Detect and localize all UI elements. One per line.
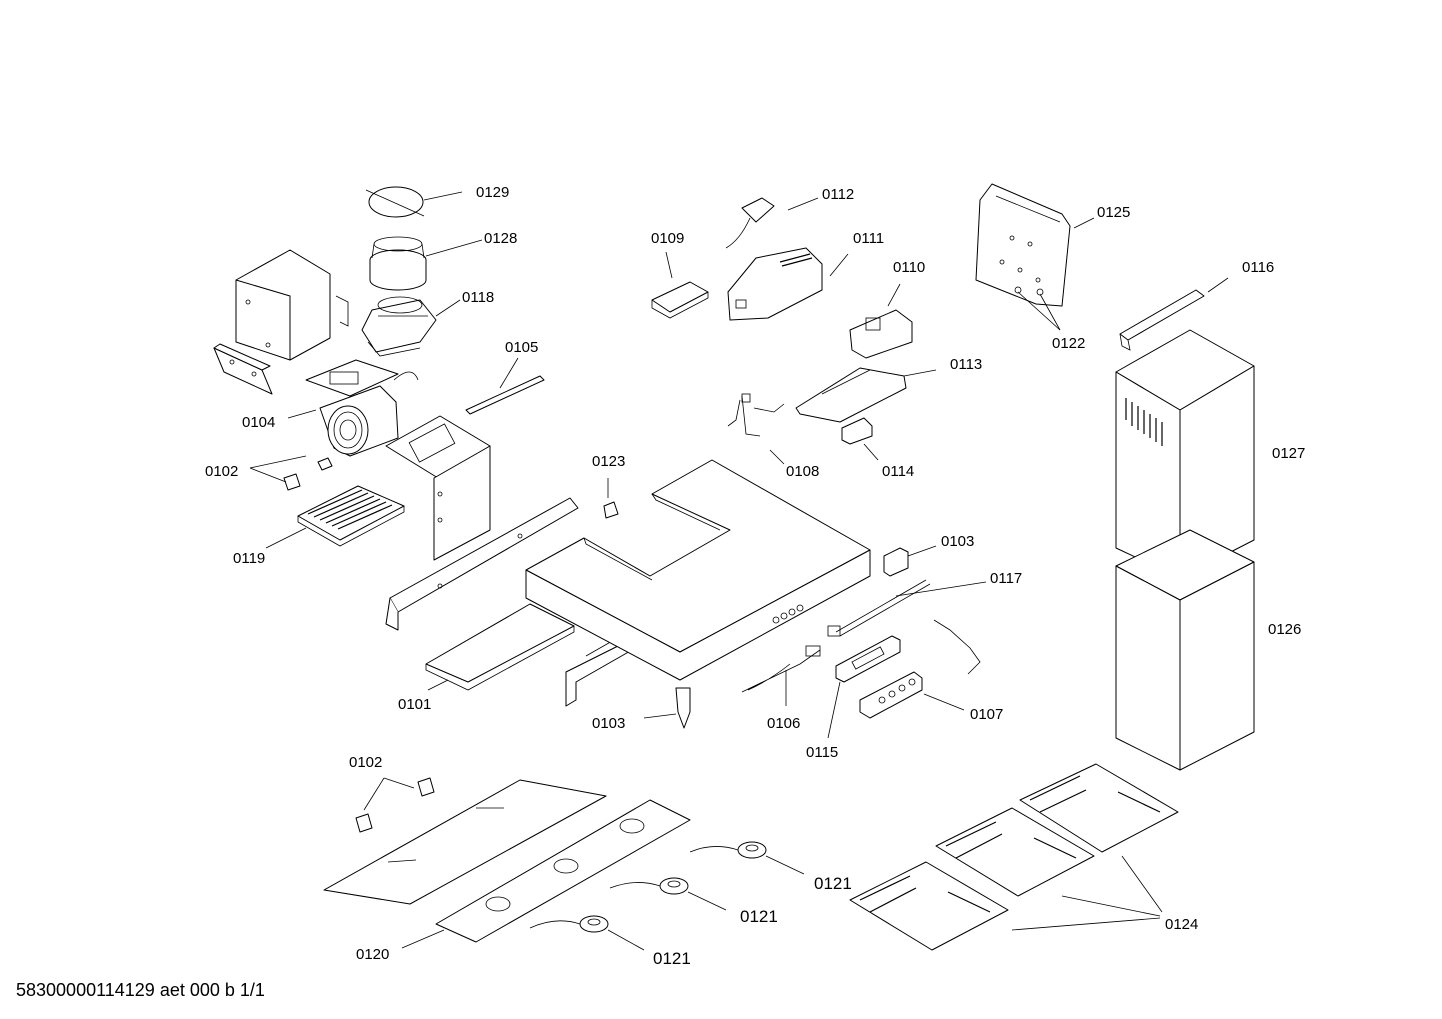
label-0101: 0101 bbox=[398, 696, 431, 713]
part-0107-control-module bbox=[859, 619, 981, 719]
label-0126: 0126 bbox=[1268, 621, 1301, 638]
leader-lines bbox=[249, 191, 1229, 951]
part-0113-electronics-housing bbox=[795, 367, 907, 423]
part-0102-clips-upper bbox=[283, 457, 333, 491]
part-0128-duct-ring bbox=[369, 236, 427, 291]
label-0103-foot: 0103 bbox=[592, 715, 625, 732]
part-labels: 0129 0128 0118 0105 0104 0102 0119 0109 … bbox=[205, 184, 1305, 968]
part-angle-bracket bbox=[213, 343, 273, 395]
label-0110: 0110 bbox=[893, 259, 925, 276]
label-0123: 0123 bbox=[592, 453, 625, 470]
part-0106-wiring bbox=[741, 645, 821, 693]
part-0120-cover-panels bbox=[323, 779, 691, 943]
label-0128: 0128 bbox=[484, 230, 517, 247]
part-duct-housing bbox=[385, 415, 491, 561]
part-0110-circuit-board bbox=[849, 309, 913, 359]
label-0108: 0108 bbox=[786, 463, 819, 480]
label-0117: 0117 bbox=[990, 570, 1022, 587]
label-0121-a: 0121 bbox=[814, 874, 852, 893]
label-0105: 0105 bbox=[505, 339, 538, 356]
part-0112-power-plug bbox=[725, 197, 775, 249]
label-0118: 0118 bbox=[462, 289, 494, 306]
label-0104: 0104 bbox=[242, 414, 275, 431]
label-0102-lower: 0102 bbox=[349, 754, 382, 771]
label-0120: 0120 bbox=[356, 946, 389, 963]
part-hood-body bbox=[525, 459, 871, 681]
part-0114-terminal-block bbox=[841, 417, 873, 445]
label-0113: 0113 bbox=[950, 356, 982, 373]
part-0123-clip bbox=[603, 501, 619, 519]
label-0111: 0111 bbox=[853, 230, 884, 247]
label-0115: 0115 bbox=[806, 744, 838, 761]
label-0125: 0125 bbox=[1097, 204, 1130, 221]
part-mounting-frame bbox=[235, 249, 349, 361]
part-0118-outlet-adapter bbox=[361, 296, 437, 357]
label-0112: 0112 bbox=[822, 186, 854, 203]
label-0102-upper: 0102 bbox=[205, 463, 238, 480]
part-0126-lower-chimney bbox=[1115, 529, 1255, 771]
label-0106: 0106 bbox=[767, 715, 800, 732]
label-0107: 0107 bbox=[970, 706, 1003, 723]
part-0109-capacitor bbox=[651, 281, 709, 319]
label-0121-b: 0121 bbox=[740, 907, 778, 926]
part-0101-bottom-panel bbox=[425, 603, 575, 691]
label-0116: 0116 bbox=[1242, 259, 1274, 276]
part-0115-switch-plate bbox=[835, 635, 901, 683]
label-0127: 0127 bbox=[1272, 445, 1305, 462]
part-0102-clips-lower bbox=[355, 777, 435, 833]
part-0103-foot bbox=[675, 687, 691, 729]
part-support-rails bbox=[385, 497, 579, 631]
label-0129: 0129 bbox=[476, 184, 509, 201]
part-0124-carbon-filters bbox=[849, 763, 1179, 951]
label-0119: 0119 bbox=[233, 550, 265, 567]
part-0104-fan-motor bbox=[305, 359, 419, 457]
label-0122: 0122 bbox=[1052, 335, 1085, 352]
label-0124: 0124 bbox=[1165, 916, 1198, 933]
part-0125-accessory-bag bbox=[975, 183, 1071, 307]
part-0108-wire-harness bbox=[727, 393, 785, 437]
part-0111-transformer-box bbox=[727, 247, 823, 321]
label-0109: 0109 bbox=[651, 230, 684, 247]
label-0103-side: 0103 bbox=[941, 533, 974, 550]
drawing-number: 58300000114129 aet 000 b 1/1 bbox=[16, 980, 265, 1000]
label-0121-c: 0121 bbox=[653, 949, 691, 968]
part-0116-wall-bracket bbox=[1119, 289, 1205, 351]
part-0129-damper-flap bbox=[365, 186, 425, 218]
part-0127-upper-chimney bbox=[1115, 329, 1255, 579]
label-0114: 0114 bbox=[882, 463, 914, 480]
part-0105-rail bbox=[465, 375, 545, 415]
part-0119-grease-filter bbox=[297, 485, 405, 547]
part-0103-side-clip bbox=[883, 547, 909, 577]
part-0121-lamps bbox=[529, 841, 767, 933]
